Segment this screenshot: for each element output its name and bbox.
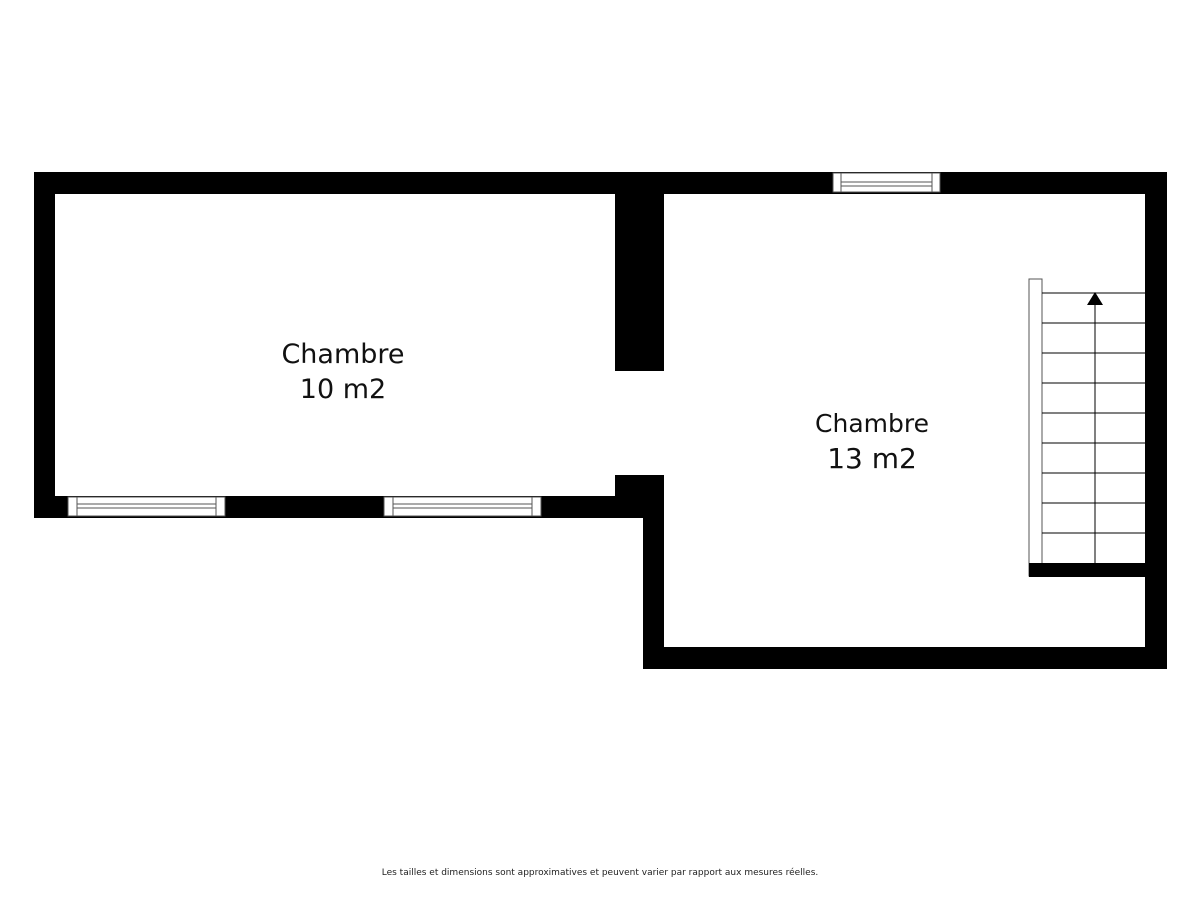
stair-rail xyxy=(1028,278,1043,577)
wall-left-outer xyxy=(34,172,55,518)
room-area: 10 m2 xyxy=(299,374,387,406)
wall-partition-upper xyxy=(615,172,664,371)
window-bottom-left-1 xyxy=(67,496,226,517)
room-label-left: Chambre 10 m2 xyxy=(233,337,453,407)
room-name: Chambre xyxy=(815,409,929,438)
staircase xyxy=(1028,278,1147,577)
stair-up-arrow-icon xyxy=(1087,292,1103,305)
room-area: 13 m2 xyxy=(827,441,917,475)
disclaimer-text: Les tailles et dimensions sont approxima… xyxy=(381,868,819,878)
room-label-right: Chambre 13 m2 xyxy=(782,408,962,477)
wall-right-bottom xyxy=(643,647,1167,669)
room-name: Chambre xyxy=(281,339,405,370)
window-bottom-left-2 xyxy=(383,496,542,517)
stair-landing-wall xyxy=(1029,563,1147,577)
wall-right-inner xyxy=(643,475,664,669)
wall-left-top xyxy=(34,172,664,194)
wall-right-outer xyxy=(1145,172,1167,669)
window-top xyxy=(832,172,941,193)
